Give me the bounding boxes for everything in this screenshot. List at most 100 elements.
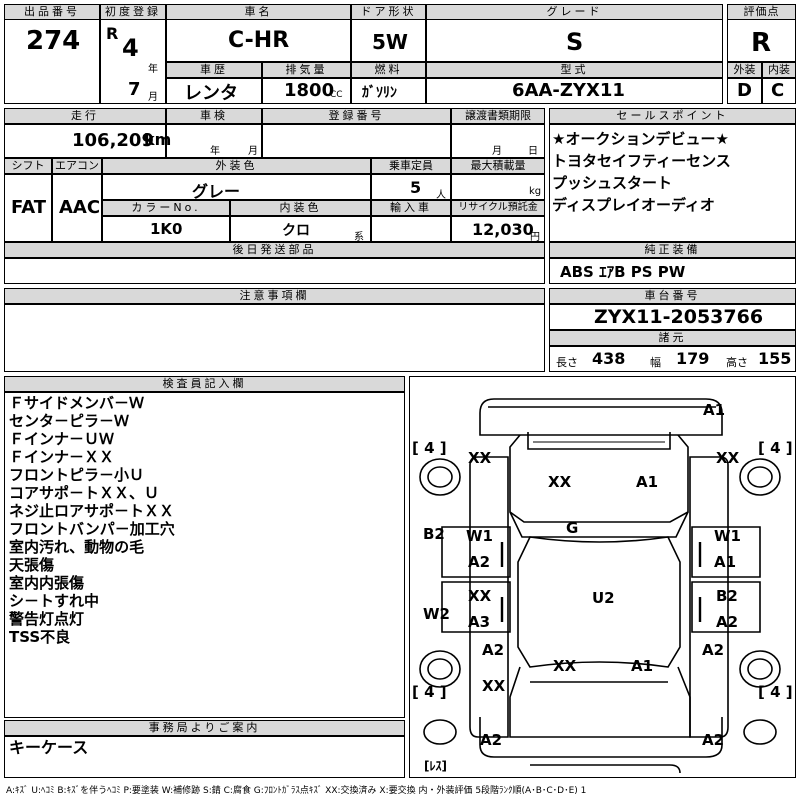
inspector-note: シ－トすれ中 — [9, 592, 100, 610]
grade-label: グレード — [426, 4, 723, 20]
equipment-label: 純正装備 — [549, 242, 796, 258]
sales-point-label: セールスポイント — [549, 108, 796, 124]
length-label: 長さ — [556, 356, 578, 369]
intcolor-label: 内装色 — [230, 200, 371, 216]
recycle-label: リサイクル預託金 — [451, 200, 545, 216]
office-box — [4, 736, 405, 778]
inspection-box — [166, 124, 262, 158]
later-parts-label: 後日発送部品 — [4, 242, 545, 258]
score-label: 評価点 — [727, 4, 796, 20]
shift-label: シフト — [4, 158, 52, 174]
damage-label-rl-fender: A2 — [482, 641, 505, 659]
displacement-box — [262, 78, 351, 104]
equipment: ABS ｴｱB PS PW — [560, 263, 686, 281]
capacity: 5 — [410, 178, 422, 197]
ext-score: D — [737, 80, 752, 101]
shift-box — [4, 174, 52, 242]
aircon-box — [52, 174, 102, 242]
ext-color: グレー — [192, 182, 241, 201]
inspector-note: ネジ止ロアサポ－トＸＸ — [9, 502, 175, 520]
mileage: 106,209 — [72, 130, 154, 151]
transfer-month: 月 — [492, 146, 502, 157]
regno-label: 登録番号 — [262, 108, 451, 124]
inspector-note: センタ－ピラ－Ｗ — [9, 412, 130, 430]
model-label: 型式 — [426, 62, 723, 78]
tire-tread-rl: [ 4 ] — [412, 683, 447, 701]
damage-label-rl-quarter: XX — [482, 677, 506, 695]
maxload-label: 最大積載量 — [451, 158, 545, 174]
office-label: 事務局よりご案内 — [4, 720, 405, 736]
damage-diagram: A1 [ 4 ] [ 4 ] XX XX XX A1 G B2 W1 A2 W1… — [409, 376, 796, 778]
regno-box — [262, 124, 451, 158]
damage-label-front-bumper: A1 — [703, 401, 726, 419]
notes-label: 注意事項欄 — [4, 288, 545, 304]
car-outline-diagram — [419, 398, 781, 774]
width: 179 — [676, 349, 710, 368]
reg-month: 7 — [128, 79, 141, 100]
model-box — [426, 78, 723, 104]
cc-unit: CC — [330, 90, 343, 100]
inspector-note: コアサポ－トＸＸ、Ｕ — [9, 484, 160, 502]
inspector-note: Ｆサイドメンバ－Ｗ — [9, 394, 145, 412]
transfer-label: 譲渡書類期限 — [451, 108, 545, 124]
reg-year: 4 — [122, 34, 139, 62]
sales-point-item: トヨタセイフティーセンス — [552, 152, 731, 170]
inspector-note: 室内汚れ、動物の毛 — [9, 538, 145, 556]
fuel-box — [351, 78, 426, 104]
car-name: C-HR — [228, 28, 290, 53]
inspector-note: 天張傷 — [9, 556, 55, 574]
aircon-label: エアコン — [52, 158, 102, 174]
intcolor: クロ — [282, 223, 310, 239]
inspector-note: フロントバンパ－加工穴 — [9, 520, 175, 538]
damage-label-rl-door-2: A3 — [468, 613, 491, 631]
color-label: 外装色 — [102, 158, 371, 174]
ext-label: 外装 — [727, 62, 762, 78]
damage-label-trunk-left: XX — [553, 657, 577, 675]
color-box — [102, 174, 371, 200]
fuel-label: 燃料 — [351, 62, 426, 78]
legend: A:ｷｽﾞ U:ﾍｺﾐ B:ｷｽﾞを伴うﾍｺﾐ P:要塗装 W:補修跡 S:錆 … — [6, 786, 587, 796]
inspector-note: Ｆインナ－ＸＸ — [9, 448, 115, 466]
sales-point-item: プッシュスタート — [552, 174, 673, 192]
mileage-label: 走行 — [4, 108, 166, 124]
damage-label-hood-right: A1 — [636, 473, 659, 491]
damage-label-trunk-right: A1 — [631, 657, 654, 675]
first-reg-label: 初度登録 — [100, 4, 166, 20]
door-type: 5W — [372, 30, 408, 54]
maxload-unit: kg — [529, 186, 542, 197]
import-box — [371, 216, 451, 242]
shift: FAT — [11, 197, 47, 218]
maxload-box — [451, 174, 545, 200]
damage-label-fr-fender: XX — [716, 449, 740, 467]
intcolor-unit: 系 — [354, 232, 364, 243]
height-label: 高さ — [726, 356, 748, 369]
model: 6AA-ZYX11 — [512, 80, 625, 101]
chassis-number: ZYX11-2053766 — [594, 306, 764, 328]
equipment-box — [549, 258, 796, 284]
damage-label-hood-left: XX — [548, 473, 572, 491]
damage-label-windshield: G — [566, 519, 579, 537]
int-score: C — [771, 80, 785, 101]
length: 438 — [592, 349, 626, 368]
specs-label: 諸元 — [549, 330, 796, 346]
mileage-unit: km — [144, 130, 172, 149]
transfer-box — [451, 124, 545, 158]
capacity-box — [371, 174, 451, 200]
damage-label-l-rocker: W2 — [423, 605, 450, 623]
damage-label-rr-fender: A2 — [702, 641, 725, 659]
damage-label-rl-door-1: XX — [468, 587, 492, 605]
history-label: 車歴 — [166, 62, 262, 78]
tire-tread-fl: [ 4 ] — [412, 439, 447, 457]
inspector-note: TSS不良 — [9, 628, 71, 646]
year-unit: 年 — [148, 64, 158, 75]
int-box — [762, 78, 796, 104]
sales-point-box — [549, 124, 796, 242]
damage-label-rr-door-1: B2 — [716, 587, 738, 605]
fuel: ｶﾞｿﾘﾝ — [362, 85, 397, 101]
car-name-label: 車名 — [166, 4, 351, 20]
width-label: 幅 — [650, 356, 661, 369]
transfer-day: 日 — [528, 146, 538, 157]
damage-label-rr-door-2: A2 — [716, 613, 739, 631]
score: R — [751, 28, 772, 58]
tire-tread-rr: [ 4 ] — [758, 683, 793, 701]
